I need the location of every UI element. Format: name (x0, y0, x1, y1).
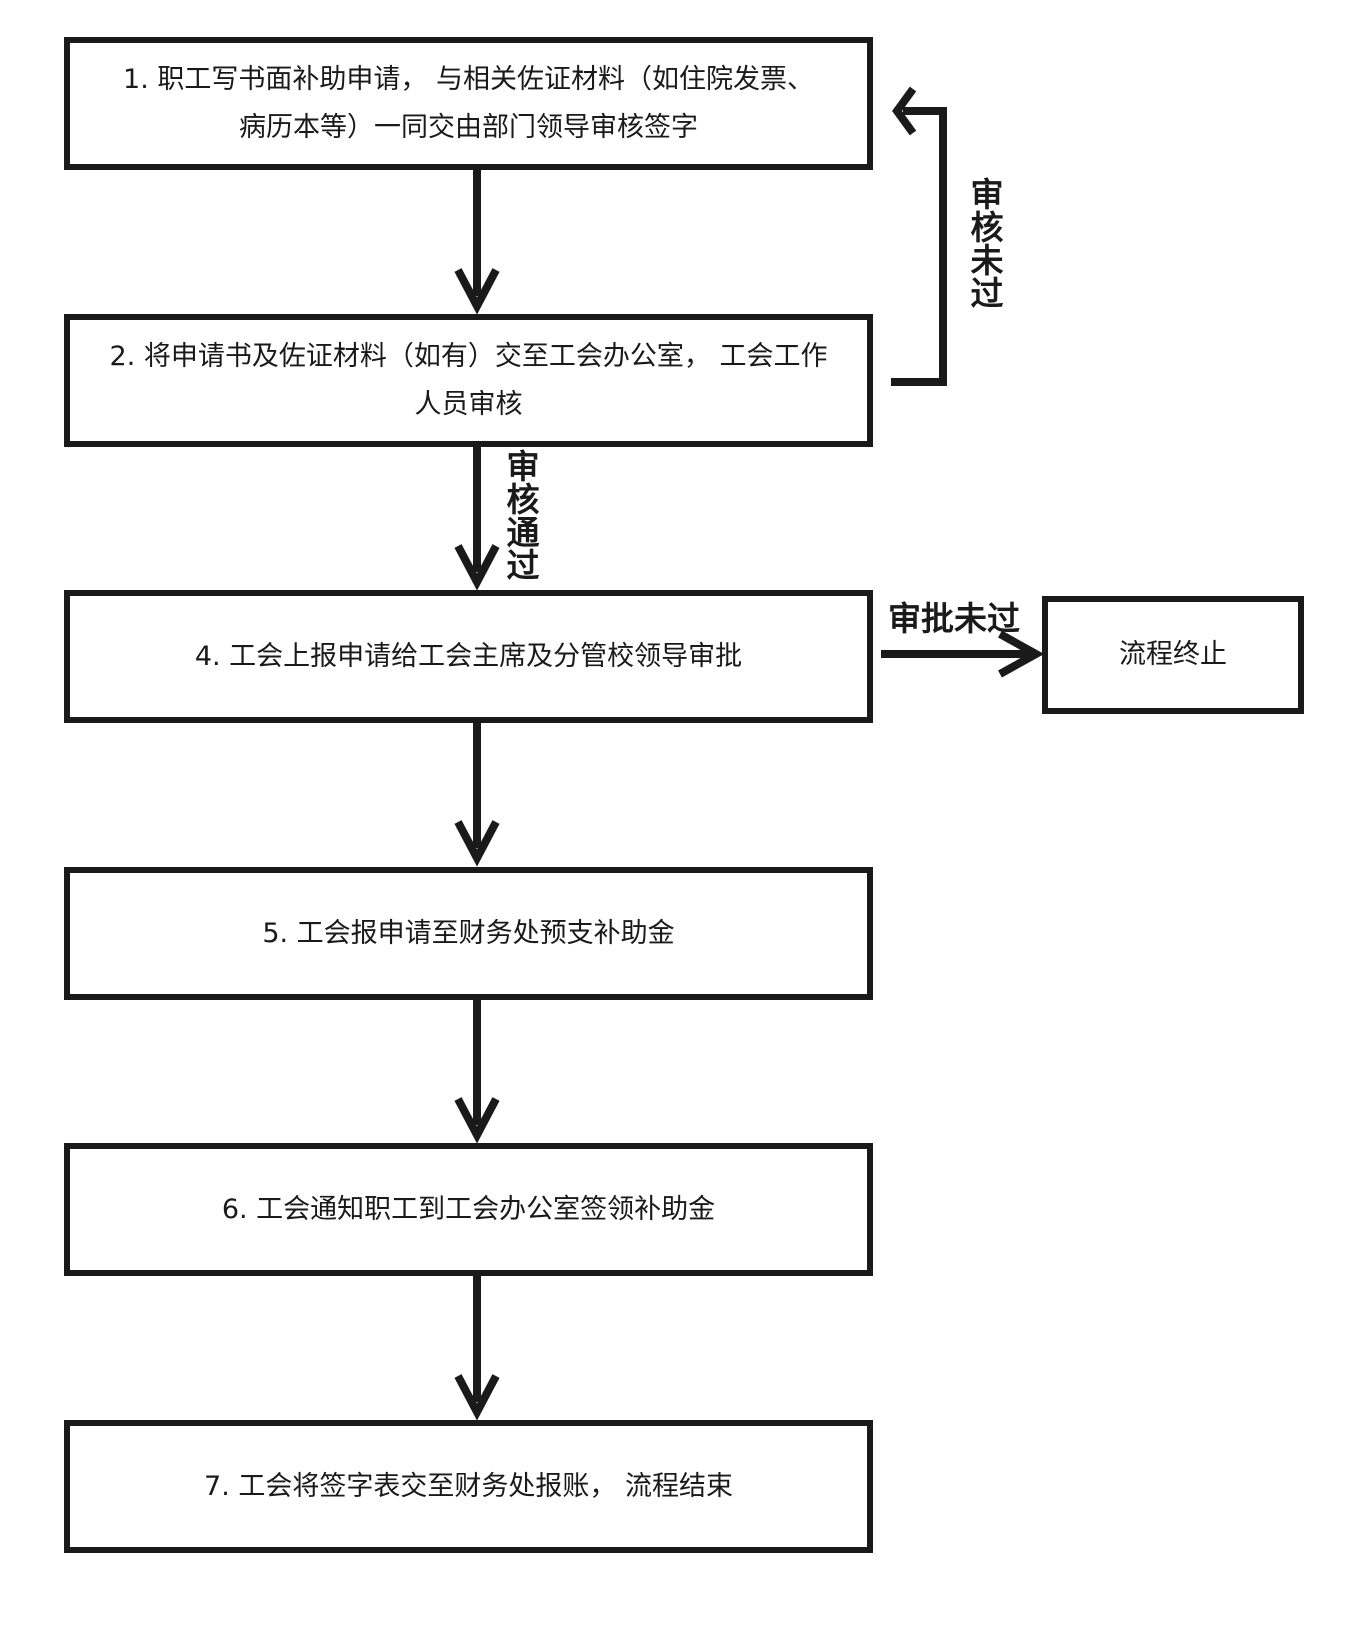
arrow-feedback-loop (891, 86, 947, 386)
step1-line1: 1. 职工写书面补助申请， 与相关佐证材料（如住院发票、 (123, 63, 814, 95)
step4-box: 4. 工会上报申请给工会主席及分管校领导审批 (64, 590, 873, 723)
label-approval-failed: 审批未过 (888, 599, 1020, 638)
arrow-step6-to-step7 (454, 1274, 500, 1421)
step5-box: 5. 工会报申请至财务处预支补助金 (64, 867, 873, 1000)
label-review-passed: 审核通过 (506, 447, 540, 585)
arrow-step5-to-step6 (454, 998, 500, 1144)
terminate-box: 流程终止 (1042, 596, 1304, 714)
step2-box: 2. 将申请书及佐证材料（如有）交至工会办公室， 工会工作 人员审核 (64, 314, 873, 447)
arrow-step4-to-terminate (881, 630, 1045, 678)
step6-text: 6. 工会通知职工到工会办公室签领补助金 (221, 1193, 716, 1225)
step7-box: 7. 工会将签字表交至财务处报账， 流程结束 (64, 1420, 873, 1553)
step4-text: 4. 工会上报申请给工会主席及分管校领导审批 (194, 640, 743, 672)
arrow-step2-to-step4 (454, 445, 500, 591)
step1-box: 1. 职工写书面补助申请， 与相关佐证材料（如住院发票、 病历本等）一同交由部门… (64, 37, 873, 170)
terminate-text: 流程终止 (1119, 639, 1227, 670)
step2-line2: 人员审核 (414, 388, 523, 420)
label-review-failed: 审核未过 (970, 175, 1004, 313)
step1-line2: 病历本等）一同交由部门领导审核签字 (239, 111, 698, 143)
arrow-step1-to-step2 (454, 168, 500, 315)
step7-text: 7. 工会将签字表交至财务处报账， 流程结束 (204, 1470, 733, 1502)
step6-box: 6. 工会通知职工到工会办公室签领补助金 (64, 1143, 873, 1276)
step5-text: 5. 工会报申请至财务处预支补助金 (262, 917, 675, 949)
step2-line1: 2. 将申请书及佐证材料（如有）交至工会办公室， 工会工作 (109, 340, 828, 372)
arrow-step4-to-step5 (454, 721, 500, 867)
